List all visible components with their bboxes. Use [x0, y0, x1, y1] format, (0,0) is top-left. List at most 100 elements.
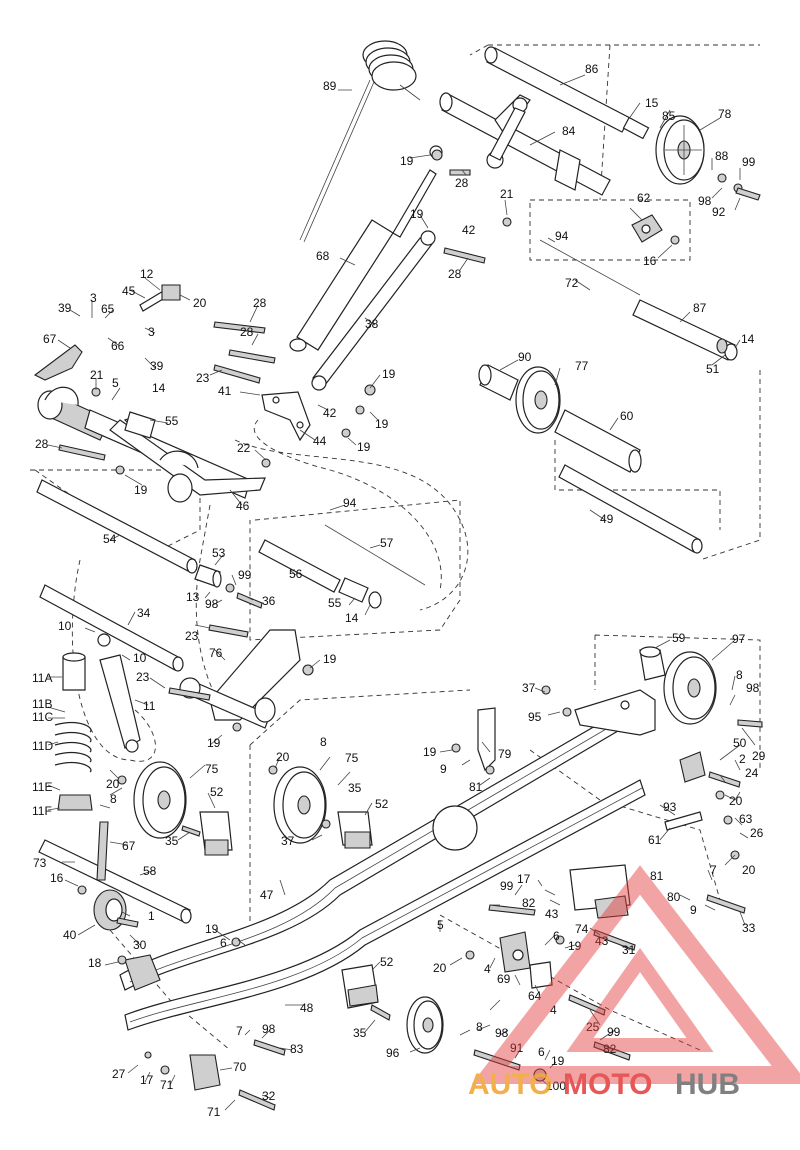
part-label-11D: 11D [32, 739, 53, 753]
spacer-55b [338, 577, 382, 609]
part-label-45: 45 [122, 284, 136, 298]
part-label-41: 41 [218, 384, 232, 398]
part-label-9a: 9 [440, 762, 447, 776]
front-cross-shaft-58 [38, 821, 192, 924]
idler-wheel-75a [133, 761, 187, 839]
part-label-11C: 11C [32, 710, 53, 724]
part-label-10b: 10 [133, 651, 147, 665]
part-label-20d: 20 [729, 794, 743, 808]
part-label-4a: 4 [484, 962, 491, 976]
part-label-19c: 19 [382, 367, 396, 381]
part-label-31: 31 [622, 943, 636, 957]
part-label-61: 61 [648, 833, 662, 847]
part-label-51: 51 [706, 362, 720, 376]
part-label-67b: 67 [122, 839, 136, 853]
part-label-21a: 21 [500, 187, 514, 201]
part-label-97: 97 [732, 632, 746, 646]
part-label-98c: 98 [746, 681, 760, 695]
part-label-72: 72 [565, 276, 579, 290]
part-label-42a: 42 [462, 223, 476, 237]
part-label-98a: 98 [698, 194, 712, 208]
part-label-90: 90 [518, 350, 532, 364]
part-label-19g: 19 [323, 652, 337, 666]
part-label-19j: 19 [205, 922, 219, 936]
part-label-99c: 99 [500, 879, 514, 893]
bracket-52a [199, 811, 233, 856]
part-label-28e: 28 [35, 437, 49, 451]
part-label-22: 22 [237, 441, 251, 455]
part-label-93: 93 [663, 800, 677, 814]
part-label-7a: 7 [710, 863, 717, 877]
part-label-70: 70 [233, 1060, 247, 1074]
part-label-28d: 28 [240, 325, 254, 339]
part-label-8c: 8 [110, 792, 117, 806]
part-label-34: 34 [137, 606, 151, 620]
part-label-64: 64 [528, 989, 542, 1003]
part-label-20f: 20 [433, 961, 447, 975]
part-label-11B: 11B [32, 697, 52, 711]
part-label-24: 24 [745, 766, 759, 780]
part-label-16a: 16 [643, 254, 657, 268]
bolt-45 [139, 284, 181, 312]
bracket-52b [337, 811, 373, 849]
part-label-85: 85 [662, 109, 676, 123]
part-label-3a: 3 [90, 291, 97, 305]
part-label-8b: 8 [320, 735, 327, 749]
part-label-81b: 81 [650, 869, 664, 883]
part-label-5a: 5 [112, 376, 119, 390]
part-label-19e: 19 [357, 440, 371, 454]
part-label-19f: 19 [134, 483, 148, 497]
torsion-spring-89 [299, 40, 421, 243]
part-label-75a: 75 [205, 762, 219, 776]
part-label-19h: 19 [207, 736, 221, 750]
part-label-36: 36 [262, 594, 276, 608]
part-label-66: 66 [111, 339, 125, 353]
part-label-39b: 39 [150, 359, 164, 373]
part-label-69: 69 [497, 972, 511, 986]
part-label-98d: 98 [262, 1022, 276, 1036]
part-label-68: 68 [316, 249, 330, 263]
spacer-60 [554, 409, 642, 473]
watermark-hub: HUB [675, 1068, 740, 1101]
bracket-79 [477, 707, 496, 772]
triangle-logo-icon [471, 865, 800, 1084]
part-label-79: 79 [498, 747, 512, 761]
part-label-43b: 43 [595, 934, 609, 948]
part-label-29: 29 [752, 749, 766, 763]
part-label-89: 89 [323, 79, 337, 93]
part-label-62: 62 [637, 191, 651, 205]
watermark-moto: MOTO [563, 1068, 652, 1101]
hardware [58, 149, 763, 1111]
shaft-87 [632, 299, 738, 361]
part-label-59: 59 [672, 631, 686, 645]
part-label-27: 27 [112, 1067, 126, 1081]
part-label-56: 56 [289, 567, 303, 581]
shaft-57 [324, 524, 426, 586]
spacer-59 [639, 646, 666, 681]
watermark-auto: AUTO [468, 1068, 552, 1101]
part-label-11F: 11F [32, 804, 52, 818]
part-label-11: 11 [143, 699, 156, 713]
part-label-12: 12 [140, 267, 154, 281]
part-label-50: 50 [733, 736, 747, 750]
part-label-20e: 20 [742, 863, 756, 877]
part-label-14b: 14 [152, 381, 166, 395]
wheel-97 [663, 651, 717, 725]
part-label-35a: 35 [348, 781, 362, 795]
rail-bracket-50 [574, 689, 656, 736]
circle-detail [432, 805, 478, 851]
part-label-60: 60 [620, 409, 634, 423]
part-label-9b: 9 [690, 903, 697, 917]
part-label-78: 78 [718, 107, 732, 121]
part-label-7b: 7 [236, 1024, 243, 1038]
part-label-82b: 82 [603, 1042, 617, 1056]
part-label-20b: 20 [276, 750, 290, 764]
bracket-67 [33, 344, 83, 381]
part-label-40: 40 [63, 928, 77, 942]
part-label-86: 86 [585, 62, 599, 76]
part-label-14c: 14 [345, 611, 359, 625]
spacer-90 [478, 364, 519, 401]
part-label-96: 96 [386, 1046, 400, 1060]
part-label-74: 74 [575, 922, 589, 936]
part-label-25: 25 [586, 1020, 600, 1034]
